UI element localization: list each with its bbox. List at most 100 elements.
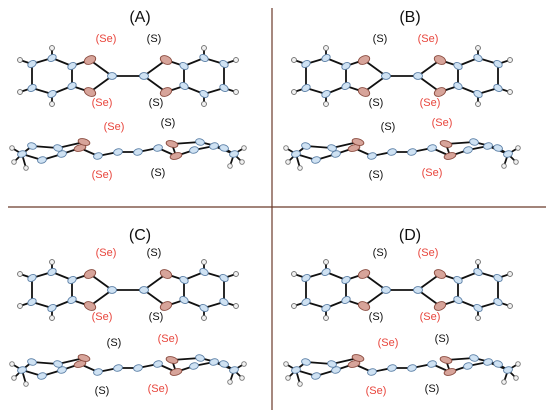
carbon-atom [67,81,77,91]
heteroatom-atom [433,87,447,97]
selenium-label: (Se) [92,311,113,323]
carbon-atom [47,53,57,63]
heteroatom-atom [159,301,173,311]
hydrogen-atom [239,375,245,381]
carbon-atom [53,360,63,368]
selenium-label: (Se) [92,169,113,181]
hydrogen-atom [233,303,239,309]
sulfur-label: (S) [373,247,388,259]
carbon-atom [301,142,311,150]
selenium-label: (Se) [96,247,117,259]
carbon-atom [133,148,143,156]
carbon-atom [301,273,311,283]
carbon-atom [453,81,463,91]
carbon-atom [37,156,47,164]
carbon-atom [473,89,483,99]
heteroatom-atom [165,356,179,364]
carbon-atom [453,275,463,285]
heteroatom-atom [83,301,97,311]
carbon-atom [321,303,331,313]
hydrogen-atom [49,45,55,51]
selenium-label: (Se) [96,33,117,45]
heteroatom-atom [351,354,365,362]
panel-c: (C)(Se)(S)(Se)(S)(S)(Se)(S)(Se) [9,227,247,397]
carbon-atom [341,81,351,91]
sulfur-label: (S) [107,337,122,349]
sulfur-label: (S) [95,385,110,397]
carbon-atom [301,297,311,307]
heteroatom-atom [77,138,91,146]
carbon-atom [27,142,37,150]
hydrogen-atom [227,379,233,385]
top-view-molecule [291,259,513,321]
carbon-atom [153,144,163,152]
carbon-atom [93,368,103,376]
hydrogen-atom [285,159,291,165]
carbon-atom [503,366,513,374]
hydrogen-atom [283,361,289,367]
hydrogen-atom [475,259,481,265]
carbon-atom [413,286,423,294]
carbon-atom [427,360,437,368]
hydrogen-atom [501,379,507,385]
carbon-atom [469,354,479,362]
hydrogen-atom [475,45,481,51]
selenium-label: (Se) [366,385,387,397]
carbon-atom [341,275,351,285]
carbon-atom [493,59,503,69]
panels-layer: (A) (Se) (S) (Se) (S) (Se) (S) (Se) (S) (B) (S) (Se… [9,9,521,397]
carbon-atom [113,364,123,372]
hydrogen-atom [201,101,207,107]
carbon-atom [367,152,377,160]
carbon-atom [321,53,331,63]
carbon-atom [463,362,473,370]
heteroatom-atom [83,55,97,65]
carbon-atom [179,81,189,91]
carbon-atom [27,358,37,366]
hydrogen-atom [9,145,15,151]
selenium-label: (Se) [148,383,169,395]
carbon-atom [473,267,483,277]
hydrogen-atom [17,89,23,95]
carbon-atom [503,150,513,158]
sulfur-label: (S) [149,311,164,323]
panel-label: (A) [129,9,150,26]
sulfur-label: (S) [151,167,166,179]
hydrogen-atom [475,315,481,321]
hydrogen-atom [323,315,329,321]
heteroatom-atom [351,138,365,146]
carbon-atom [189,146,199,154]
selenium-label: (Se) [418,33,439,45]
panel-label: (B) [399,9,420,26]
carbon-atom [17,366,27,374]
selenium-label: (Se) [422,167,443,179]
side-view-molecule [9,138,247,171]
hydrogen-atom [241,145,247,151]
sulfur-label: (S) [149,97,164,109]
hydrogen-atom [201,259,207,265]
carbon-atom [381,72,391,80]
heteroatom-atom [439,140,453,148]
carbon-atom [219,297,229,307]
carbon-atom [301,83,311,93]
carbon-atom [179,295,189,305]
carbon-atom [113,148,123,156]
carbon-atom [199,53,209,63]
carbon-atom [301,59,311,69]
carbon-atom [219,59,229,69]
hydrogen-atom [11,159,17,165]
carbon-atom [93,152,103,160]
hydrogen-atom [227,163,233,169]
sulfur-label: (S) [147,247,162,259]
carbon-atom [311,372,321,380]
sulfur-label: (S) [369,311,384,323]
carbon-atom [219,273,229,283]
carbon-atom [493,360,503,368]
selenium-label: (Se) [158,333,179,345]
hydrogen-atom [291,89,297,95]
carbon-atom [107,72,117,80]
hydrogen-atom [17,271,23,277]
sulfur-label: (S) [161,117,176,129]
carbon-atom [37,372,47,380]
selenium-label: (Se) [420,311,441,323]
